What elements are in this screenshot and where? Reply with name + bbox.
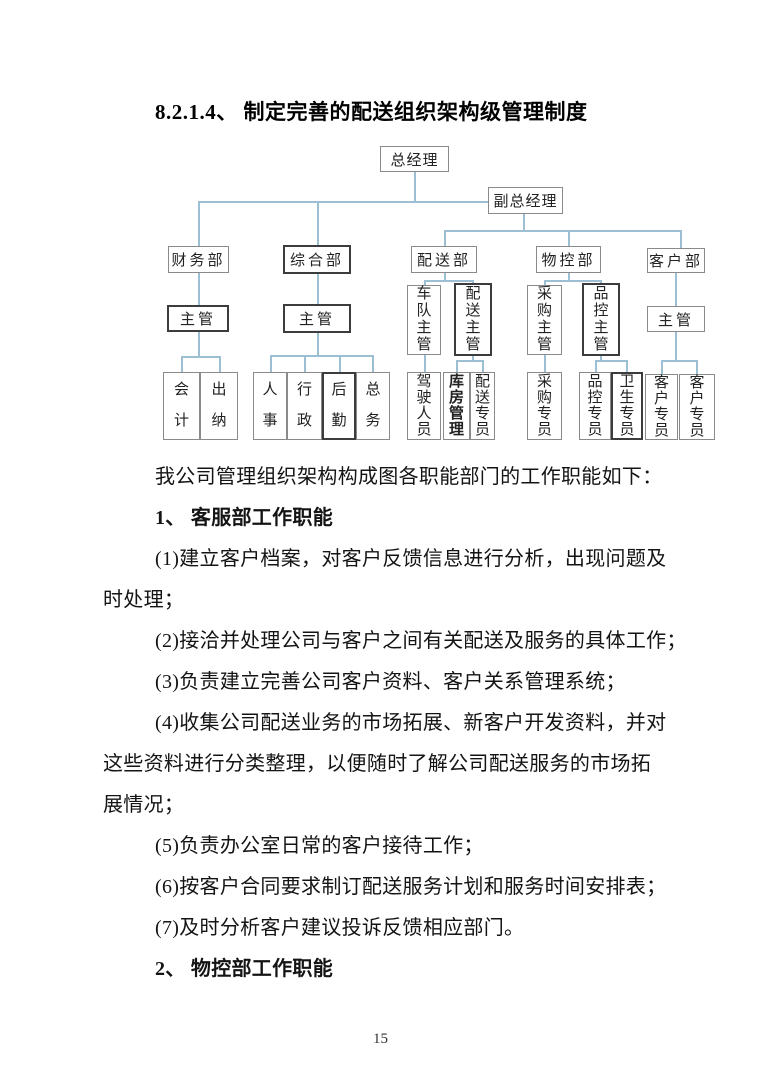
connector-line xyxy=(680,230,682,248)
org-node-quality-control-supervisor: 品控主管 xyxy=(582,283,620,356)
org-node-general-supervisor: 主管 xyxy=(283,304,351,333)
connector-line xyxy=(626,360,628,372)
org-node-finance-dept: 财务部 xyxy=(168,246,229,273)
connector-line xyxy=(595,360,597,372)
org-node-finance-supervisor: 主管 xyxy=(167,305,229,332)
org-node-purchasing-clerk: 采购专员 xyxy=(527,372,562,440)
org-node-general-dept: 综合部 xyxy=(283,245,351,274)
org-node-accountant: 会计 xyxy=(163,372,200,440)
connector-line xyxy=(444,230,446,246)
paragraph-item-1a: (1)建立客户档案，对客户反馈信息进行分析，出现问题及 xyxy=(155,548,667,570)
connector-line xyxy=(595,360,628,362)
org-node-cashier: 出纳 xyxy=(200,372,238,440)
connector-line xyxy=(568,273,570,281)
connector-line xyxy=(198,273,200,305)
org-node-customer-clerk-2: 客户专员 xyxy=(679,374,715,440)
connector-line xyxy=(424,355,426,372)
section-title: 8.2.1.4、 制定完善的配送组织架构级管理制度 xyxy=(155,100,588,124)
connector-line xyxy=(198,201,200,246)
connector-line xyxy=(600,356,602,361)
connector-line xyxy=(444,273,446,281)
connector-line xyxy=(372,355,374,372)
org-node-purchasing-supervisor: 采购主管 xyxy=(527,285,562,355)
paragraph-item-3: (3)负责建立完善公司客户资料、客户关系管理系统； xyxy=(155,671,626,693)
paragraph-item-6: (6)按客户合同要求制订配送服务计划和服务时间安排表； xyxy=(155,876,667,898)
connector-line xyxy=(568,230,570,246)
connector-line xyxy=(414,172,416,202)
paragraph-item-4a: (4)收集公司配送业务的市场拓展、新客户开发资料，并对 xyxy=(155,712,667,734)
org-node-warehouse-manager: 库房管理 xyxy=(443,372,470,440)
connector-line xyxy=(424,280,426,286)
connector-line xyxy=(270,355,374,357)
org-node-fleet-supervisor: 车队主管 xyxy=(407,285,441,355)
connector-line xyxy=(482,360,484,372)
org-node-customer-dept: 客户部 xyxy=(647,248,705,273)
paragraph-item-1b: 时处理； xyxy=(103,589,185,611)
connector-line xyxy=(456,360,483,362)
connector-line xyxy=(198,201,488,203)
org-node-administration: 行政 xyxy=(287,372,322,440)
connector-line xyxy=(472,280,474,284)
org-node-delivery-supervisor: 配送主管 xyxy=(454,283,492,356)
org-node-hygiene-clerk: 卫生专员 xyxy=(611,372,643,440)
org-node-general-affairs: 总务 xyxy=(356,372,390,440)
heading-material-control-duties: 2、 物控部工作职能 xyxy=(155,958,333,980)
paragraph-item-4c: 展情况； xyxy=(103,794,185,816)
connector-line xyxy=(317,274,319,304)
connector-line xyxy=(317,333,319,356)
connector-line xyxy=(696,360,698,374)
connector-line xyxy=(600,280,602,284)
connector-line xyxy=(444,230,682,232)
connector-line xyxy=(544,280,602,282)
connector-line xyxy=(675,332,677,361)
org-node-quality-clerk: 品控专员 xyxy=(579,372,611,440)
org-node-hr: 人事 xyxy=(253,372,287,440)
connector-line xyxy=(472,356,474,361)
org-node-delivery-clerk: 配送专员 xyxy=(470,372,495,440)
paragraph-item-7: (7)及时分析客户建议投诉反馈相应部门。 xyxy=(155,917,525,939)
connector-line xyxy=(219,356,221,372)
connector-line xyxy=(424,280,474,282)
org-chart: 总经理 副总经理 财务部 综合部 配送部 物控部 客户部 主管 主管 车队主管 … xyxy=(0,0,761,455)
paragraph-intro: 我公司管理组织架构构成图各职能部门的工作职能如下： xyxy=(155,466,663,488)
connector-line xyxy=(270,355,272,372)
org-node-deputy-general-manager: 副总经理 xyxy=(488,187,563,214)
connector-line xyxy=(339,355,341,372)
connector-line xyxy=(675,273,677,306)
org-node-customer-supervisor: 主管 xyxy=(647,306,705,332)
connector-line xyxy=(181,356,183,372)
connector-line xyxy=(304,355,306,372)
paragraph-item-5: (5)负责办公室日常的客户接待工作； xyxy=(155,835,484,857)
connector-line xyxy=(198,332,200,357)
body-text: 我公司管理组织架构构成图各职能部门的工作职能如下： 1、 客服部工作职能 (1)… xyxy=(103,454,723,987)
connector-line xyxy=(181,356,220,358)
connector-line xyxy=(661,360,698,362)
page-number: 15 xyxy=(373,1031,388,1047)
connector-line xyxy=(317,201,319,245)
paragraph-item-2: (2)接洽并处理公司与客户之间有关配送及服务的具体工作； xyxy=(155,630,687,652)
connector-line xyxy=(456,360,458,372)
org-node-material-control-dept: 物控部 xyxy=(536,246,601,273)
connector-line xyxy=(544,355,546,372)
org-node-general-manager: 总经理 xyxy=(380,146,449,172)
org-node-customer-clerk-1: 客户专员 xyxy=(645,374,678,440)
connector-line xyxy=(544,280,546,286)
org-node-logistics: 后勤 xyxy=(322,372,356,440)
org-node-delivery-dept: 配送部 xyxy=(411,246,477,273)
paragraph-item-4b: 这些资料进行分类整理，以便随时了解公司配送服务的市场拓 xyxy=(103,753,652,775)
org-node-driver: 驾驶人员 xyxy=(407,372,441,440)
connector-line xyxy=(661,360,663,374)
heading-customer-service-duties: 1、 客服部工作职能 xyxy=(155,507,333,529)
connector-line xyxy=(523,214,525,231)
